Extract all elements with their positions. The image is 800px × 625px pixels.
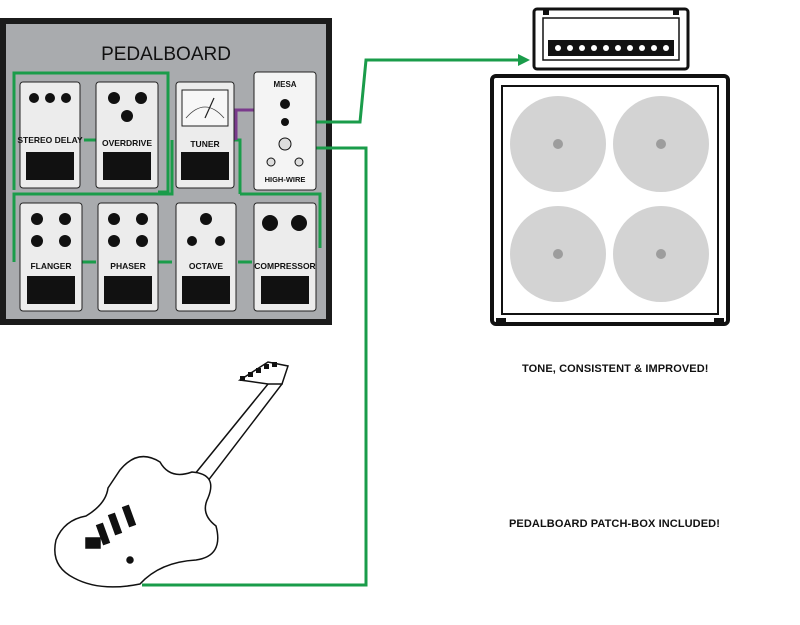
tuning-pegs <box>240 362 277 381</box>
speaker-cone <box>510 206 606 302</box>
pedal-name-stereo-delay: STEREO DELAY <box>17 135 83 145</box>
pedal-name-flanger: FLANGER <box>30 261 71 271</box>
pedal-name-octave: OCTAVE <box>189 261 223 271</box>
pedal-name-compressor: COMPRESSOR <box>254 261 315 271</box>
cable-arrow <box>518 54 530 66</box>
speaker-cone <box>510 96 606 192</box>
patchbox-brand: MESA <box>273 80 296 89</box>
speaker-cone <box>613 206 709 302</box>
speaker-cone <box>613 96 709 192</box>
pedal-name-phaser: PHASER <box>110 261 145 271</box>
pedal-overdrive: OVERDRIVE <box>95 81 159 189</box>
pedalboard: PEDALBOARD STEREO DELAY OVERDRIVE <box>0 18 520 587</box>
pedal-compressor: COMPRESSOR <box>253 202 317 312</box>
caption-tone: TONE, CONSISTENT & IMPROVED! <box>522 363 709 375</box>
caption-patchbox: PEDALBOARD PATCH-BOX INCLUDED! <box>509 518 720 530</box>
pedalboard-title: PEDALBOARD <box>101 44 231 65</box>
pedal-phaser: PHASER <box>97 202 159 312</box>
purple-patch-cable <box>234 108 254 140</box>
electric-guitar <box>54 361 289 588</box>
patchbox-high-wire: MESA HIGH-WIRE <box>253 71 317 191</box>
pedal-tuner: TUNER <box>175 81 235 189</box>
amp-head <box>532 7 690 71</box>
pedal-octave: OCTAVE <box>175 202 237 312</box>
pedal-flanger: FLANGER <box>19 202 83 312</box>
speaker-cabinet <box>490 74 730 326</box>
pedal-name-tuner: TUNER <box>190 139 219 149</box>
patchbox-name: HIGH-WIRE <box>265 175 306 184</box>
board-cables <box>12 58 520 587</box>
pedal-name-overdrive: OVERDRIVE <box>102 138 152 148</box>
pedal-stereo-delay: STEREO DELAY <box>17 81 83 189</box>
